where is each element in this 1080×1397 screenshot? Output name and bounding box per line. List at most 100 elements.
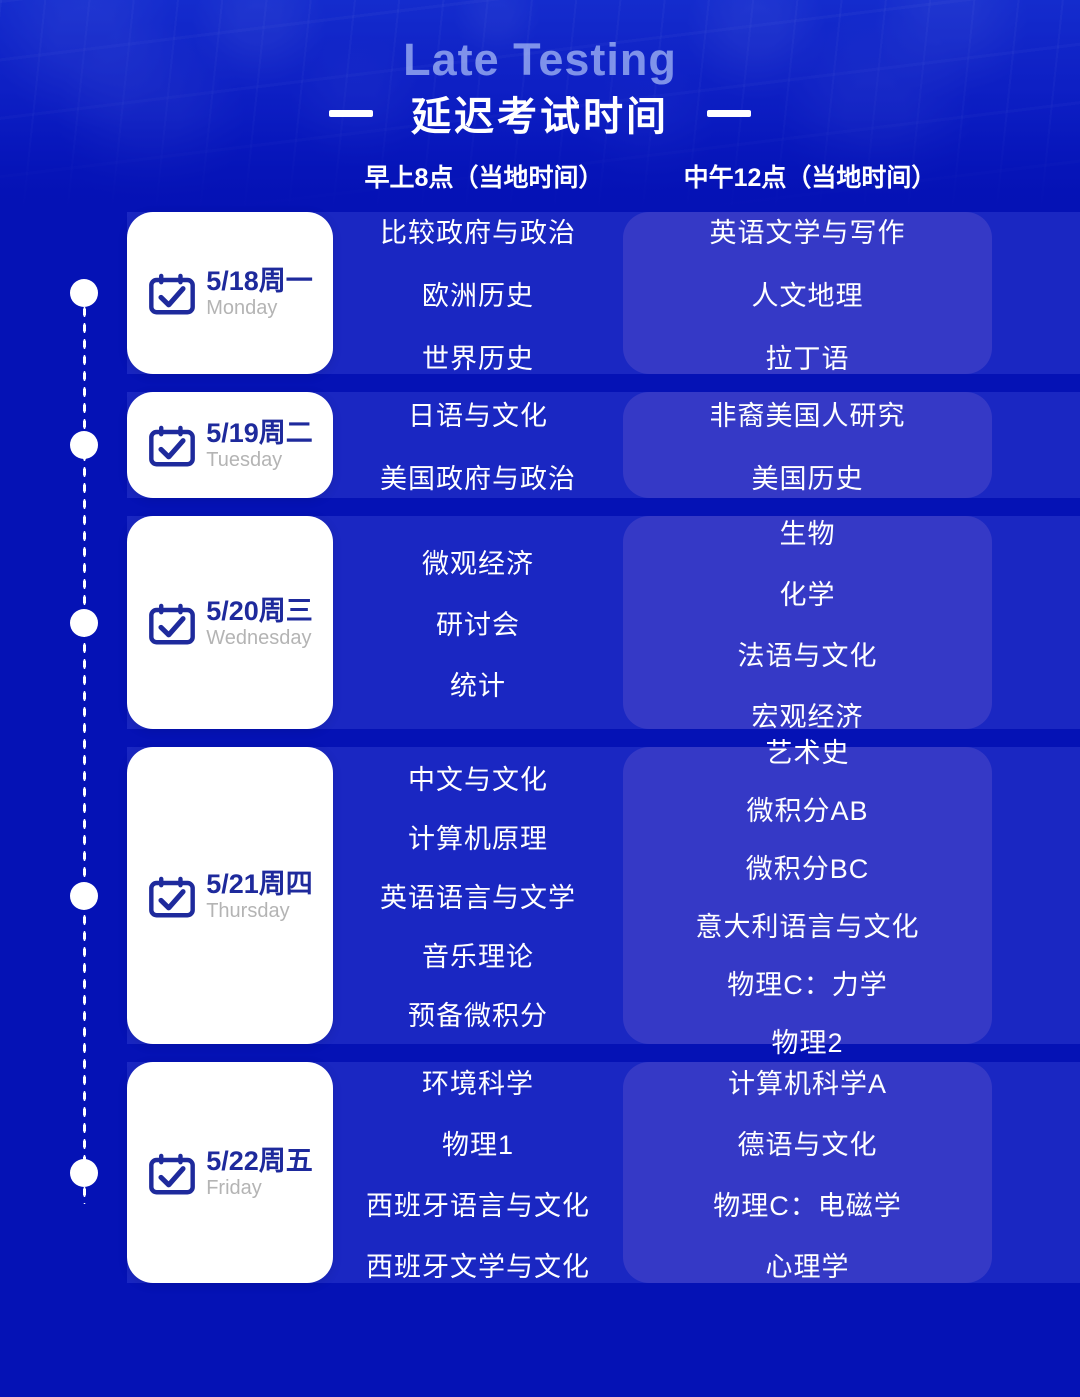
subject-item: 英语文学与写作 [709,217,906,248]
subject-item: 日语与文化 [408,401,548,431]
noon-subject-card[interactable]: 计算机科学A 德语与文化物理C：电磁学心理学 [623,1062,992,1283]
date-chinese: 5/21周四 [206,868,313,899]
morning-subject-list: 中文与文化计算机原理英语语言与文学音乐理论预备微积分 [333,747,623,1044]
calendar-check-icon [149,1153,196,1194]
column-header-noon: 中午12点（当地时间） [683,164,937,192]
column-header-morning: 早上8点（当地时间） [364,164,604,192]
subject-item: 音乐理论 [422,942,534,972]
timeline-dot [70,608,98,637]
calendar-check-icon [149,273,196,315]
subject-item: 西班牙语言与文化 [366,1190,590,1221]
column-headers: 早上8点（当地时间） 中午12点（当地时间） [0,158,1080,198]
hero-title-chinese: 延迟考试时间 [411,95,669,139]
subject-item: 微积分BC [745,854,870,884]
subject-item: 美国历史 [751,464,864,494]
hero-title-row: 延迟考试时间 [0,84,1080,142]
date-chinese: 5/20周三 [206,595,313,626]
subject-item: 物理2 [771,1028,844,1058]
date-chinese: 5/19周二 [206,418,313,448]
date-weekday-english: Thursday [206,899,290,922]
timeline-dot [70,881,98,910]
subject-item: 中文与文化 [408,765,548,795]
subject-item: 比较政府与政治 [380,217,576,248]
date-chinese: 5/22周五 [206,1145,313,1176]
subject-item: 世界历史 [422,343,534,374]
date-weekday-english: Friday [206,1176,262,1199]
timeline-dot [70,279,98,307]
morning-subject-list: 微观经济研讨会统计 [333,516,623,729]
subject-item: 研讨会 [436,610,520,640]
hero-title-english: Late Testing [403,34,677,85]
date-chinese: 5/18周一 [206,266,313,296]
morning-subject-list: 日语与文化美国政府与政治 [333,392,623,498]
subject-item: 计算机原理 [408,824,548,854]
subject-item: 人文地理 [751,280,864,311]
subject-item: 非裔美国人研究 [709,401,906,431]
subject-item: 计算机科学A [727,1068,887,1099]
subject-item: 物理1 [441,1129,515,1160]
timeline-rail [70,212,98,1252]
subject-item: 物理C：力学 [727,970,888,1000]
calendar-check-icon [149,425,196,467]
hero-blue-overlay [0,0,1080,212]
subject-item: 宏观经济 [751,701,864,732]
noon-subject-card[interactable]: 生物化学法语与文化宏观经济 [623,516,992,732]
hero-banner: Late Testing 延迟考试时间 早上8点（当地时间） 中午12点（当地时… [0,0,1080,212]
subject-item: 物理C：电磁学 [713,1190,902,1221]
dash-right-icon [707,109,751,117]
timeline-dotted-line [82,304,87,1204]
timeline-dot [70,431,98,459]
subject-item: 美国政府与政治 [380,464,576,494]
subject-item: 化学 [779,579,836,610]
calendar-check-icon [149,876,196,917]
subject-item: 法语与文化 [737,640,878,671]
morning-subject-list: 比较政府与政治欧洲历史世界历史 [333,212,623,374]
subject-item: 微积分AB [746,796,869,826]
subject-item: 欧洲历史 [422,280,534,311]
subject-item: 微观经济 [422,549,534,579]
subject-item: 心理学 [765,1251,850,1282]
subject-item: 德语与文化 [737,1129,878,1160]
subject-item: 预备微积分 [408,1001,548,1031]
subject-item: 生物 [779,518,836,549]
timeline-dot [70,1158,98,1187]
dash-left-icon [329,109,373,117]
subject-item: 西班牙文学与文化 [366,1251,590,1282]
subject-item: 拉丁语 [765,343,850,374]
date-weekday-english: Wednesday [206,626,312,649]
subject-item: 统计 [450,671,506,701]
noon-subject-card[interactable]: 非裔美国人研究美国历史 [623,392,992,498]
subject-item: 艺术史 [765,738,850,768]
date-weekday-english: Monday [206,297,278,319]
date-weekday-english: Tuesday [206,449,283,471]
noon-subject-card[interactable]: 英语文学与写作人文地理拉丁语 [623,212,992,374]
subject-item: 环境科学 [422,1068,534,1099]
